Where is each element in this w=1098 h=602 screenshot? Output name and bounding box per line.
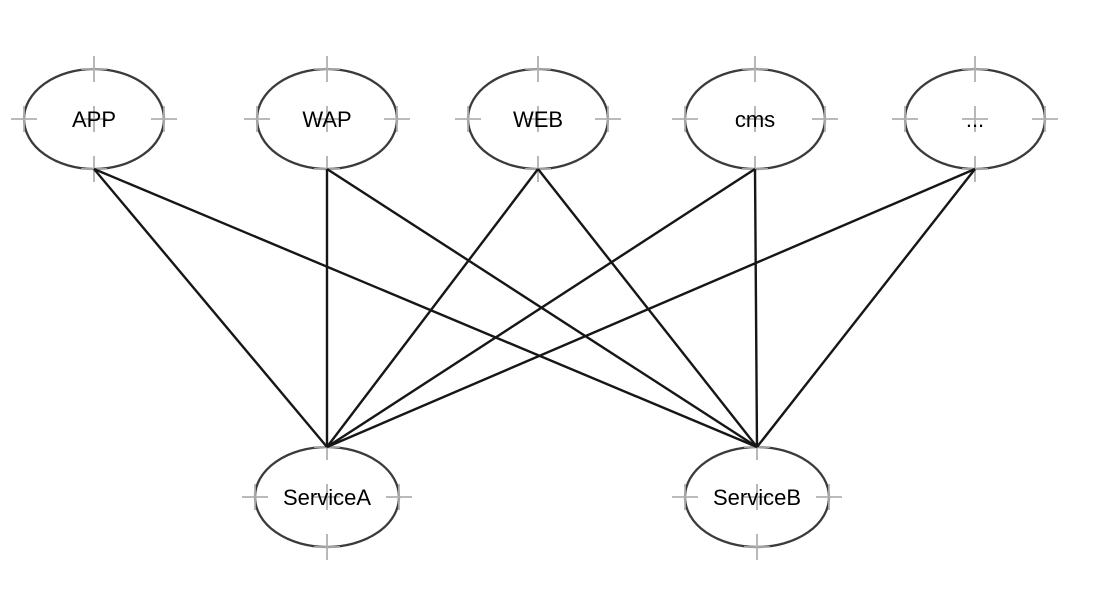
anchor-cross-icon: [384, 106, 410, 132]
node-label-serviceA: ServiceA: [283, 485, 371, 510]
edge-app-serviceA[interactable]: [93, 168, 328, 448]
anchor-cross-icon: [816, 484, 842, 510]
edge-cms-serviceB[interactable]: [753, 168, 759, 448]
anchor-cross-icon: [525, 106, 551, 132]
anchor-cross-icon: [81, 106, 107, 132]
node-label-serviceB: ServiceB: [713, 485, 801, 510]
node-label-cms: cms: [735, 107, 775, 132]
anchor-cross-icon: [244, 106, 270, 132]
anchor-cross-icon: [1032, 106, 1058, 132]
anchor-cross-icon: [744, 484, 770, 510]
anchor-cross-icon: [742, 106, 768, 132]
edge-web-serviceA[interactable]: [326, 168, 539, 448]
anchor-cross-icon: [386, 484, 412, 510]
anchor-cross-icon: [962, 106, 988, 132]
anchor-cross-icon: [314, 484, 340, 510]
edges-layer: [93, 167, 976, 449]
node-label-app: APP: [72, 107, 116, 132]
anchor-cross-icon: [595, 106, 621, 132]
edge-web-serviceB[interactable]: [537, 168, 758, 448]
anchor-cross-icon: [672, 484, 698, 510]
edge-more-serviceA[interactable]: [326, 167, 976, 449]
anchor-cross-icon: [151, 106, 177, 132]
node-label-web: WEB: [513, 107, 563, 132]
nodes-layer: [22, 67, 1047, 549]
labels-layer: APP WAP WEB cms... ServiceA ServiceB: [72, 107, 984, 510]
anchor-cross-icon: [81, 56, 107, 82]
anchor-cross-icon: [314, 56, 340, 82]
anchor-cross-icon: [744, 534, 770, 560]
edge-cms-serviceA[interactable]: [326, 167, 756, 449]
anchor-cross-icon: [314, 534, 340, 560]
anchor-cross-icon: [455, 106, 481, 132]
anchor-cross-icon: [742, 56, 768, 82]
node-label-more: ...: [966, 107, 984, 132]
anchor-cross-icon: [672, 106, 698, 132]
anchor-cross-icon: [812, 106, 838, 132]
anchor-cross-icon: [892, 106, 918, 132]
edge-more-serviceB[interactable]: [756, 168, 976, 448]
anchor-cross-icon: [11, 106, 37, 132]
edge-app-serviceB[interactable]: [93, 167, 758, 449]
node-label-wap: WAP: [302, 107, 351, 132]
anchor-cross-icon: [242, 484, 268, 510]
anchor-cross-icon: [525, 56, 551, 82]
anchor-cross-icon: [314, 106, 340, 132]
anchor-cross-icon: [962, 56, 988, 82]
